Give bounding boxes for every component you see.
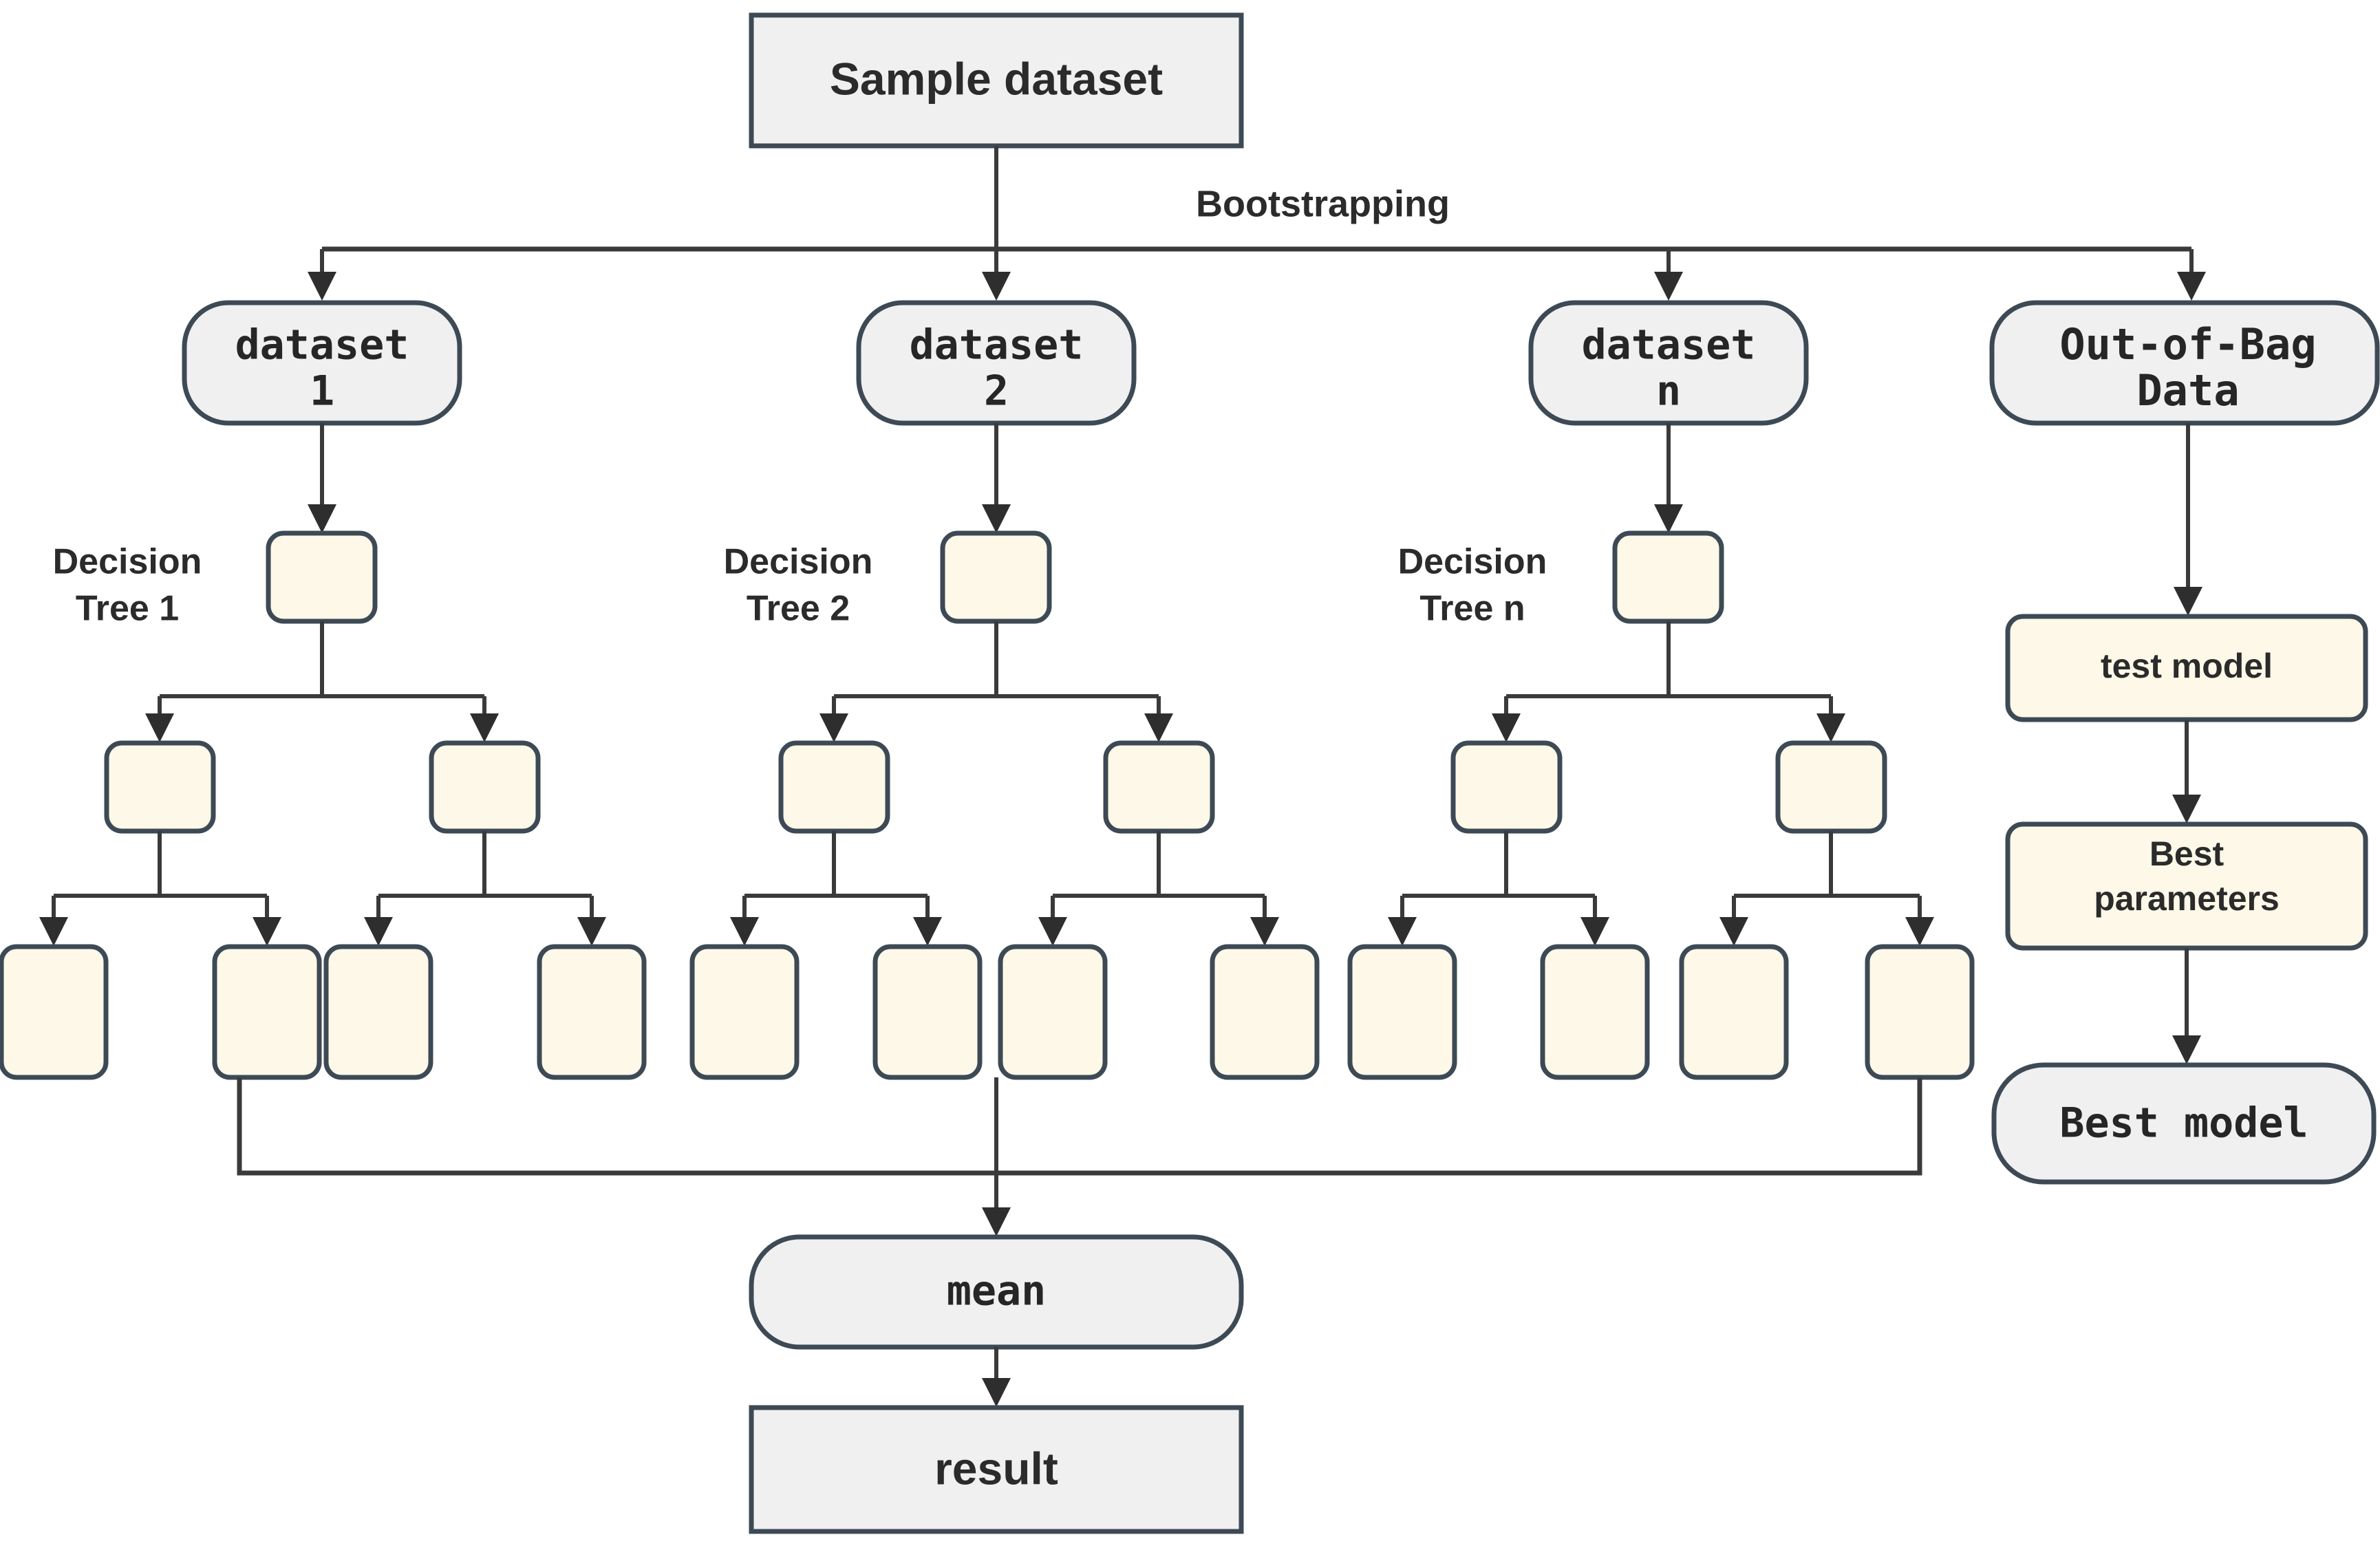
tree1-leaf-4[interactable] xyxy=(537,944,647,1080)
node-result[interactable]: result xyxy=(749,1405,1244,1534)
tree2-root-node[interactable] xyxy=(940,530,1052,624)
tree2-leaf-2[interactable] xyxy=(872,944,983,1080)
node-best-parameters[interactable]: Best parameters xyxy=(2005,821,2368,951)
tree1-root-node[interactable] xyxy=(266,530,378,624)
result-label: result xyxy=(934,1443,1058,1494)
tree1-leaf-2[interactable] xyxy=(212,944,322,1080)
oob-label-line1: Out-of-Bag xyxy=(2059,319,2316,369)
tree1-node-l1-left[interactable] xyxy=(104,740,216,834)
node-test-model[interactable]: test model xyxy=(2005,614,2368,722)
treen-leaf-4[interactable] xyxy=(1865,944,1975,1080)
dataset-1-label-line1: dataset xyxy=(235,321,409,369)
decision-tree-2-line1: Decision xyxy=(724,542,873,582)
tree1-node-l1-right[interactable] xyxy=(429,740,541,834)
node-sample-dataset[interactable]: Sample dataset xyxy=(749,12,1244,149)
bootstrapping-label: Bootstrapping xyxy=(1196,183,1450,224)
dataset-2-label-line1: dataset xyxy=(910,321,1084,369)
decision-tree-2 xyxy=(689,530,1320,1080)
decision-tree-1-line1: Decision xyxy=(53,542,202,582)
best-parameters-label-line2: parameters xyxy=(2094,879,2280,918)
treen-root-node[interactable] xyxy=(1612,530,1724,624)
treen-node-l1-right[interactable] xyxy=(1775,740,1887,834)
treen-node-l1-left[interactable] xyxy=(1450,740,1563,834)
edge-leaves-aggregation-bus xyxy=(237,1077,1922,1176)
oob-label-line2: Data xyxy=(2136,365,2239,416)
tree2-leaf-3[interactable] xyxy=(998,944,1108,1080)
tree2-leaf-4[interactable] xyxy=(1210,944,1320,1080)
label-decision-tree-n: Decision Tree n xyxy=(1398,542,1547,629)
label-decision-tree-1: Decision Tree 1 xyxy=(53,542,202,629)
sample-dataset-label: Sample dataset xyxy=(830,53,1163,104)
tree2-leaf-1[interactable] xyxy=(689,944,800,1080)
tree2-node-l1-left[interactable] xyxy=(778,740,890,834)
label-decision-tree-2: Decision Tree 2 xyxy=(724,542,873,629)
treen-leaf-2[interactable] xyxy=(1540,944,1650,1080)
tree2-node-l1-right[interactable] xyxy=(1103,740,1215,834)
tree1-leaf-3[interactable] xyxy=(323,944,433,1080)
dataset-n-label-line2: n xyxy=(1656,367,1681,416)
decision-tree-n-line2: Tree n xyxy=(1419,589,1525,629)
treen-leaf-3[interactable] xyxy=(1679,944,1789,1080)
treen-leaf-1[interactable] xyxy=(1347,944,1457,1080)
mean-label: mean xyxy=(947,1267,1047,1315)
node-dataset-2[interactable]: dataset 2 xyxy=(856,300,1137,426)
node-dataset-n[interactable]: dataset n xyxy=(1528,300,1809,426)
decision-tree-n xyxy=(1347,530,1975,1080)
dataset-n-label-line1: dataset xyxy=(1582,321,1756,369)
node-out-of-bag-data[interactable]: Out-of-Bag Data xyxy=(1989,300,2380,426)
decision-tree-n-line1: Decision xyxy=(1398,542,1547,582)
test-model-label: test model xyxy=(2101,647,2273,685)
dataset-2-label-line2: 2 xyxy=(984,367,1009,416)
best-parameters-label-line1: Best xyxy=(2149,835,2224,873)
dataset-1-label-line2: 1 xyxy=(310,367,334,416)
best-model-label: Best model xyxy=(2059,1099,2308,1148)
node-mean[interactable]: mean xyxy=(749,1234,1244,1350)
node-best-model[interactable]: Best model xyxy=(1991,1062,2377,1185)
node-dataset-1[interactable]: dataset 1 xyxy=(182,300,462,426)
decision-tree-1-line2: Tree 1 xyxy=(76,589,179,629)
tree1-leaf-1[interactable] xyxy=(0,944,109,1080)
decision-tree-1 xyxy=(0,530,647,1080)
decision-tree-2-line2: Tree 2 xyxy=(747,589,850,629)
